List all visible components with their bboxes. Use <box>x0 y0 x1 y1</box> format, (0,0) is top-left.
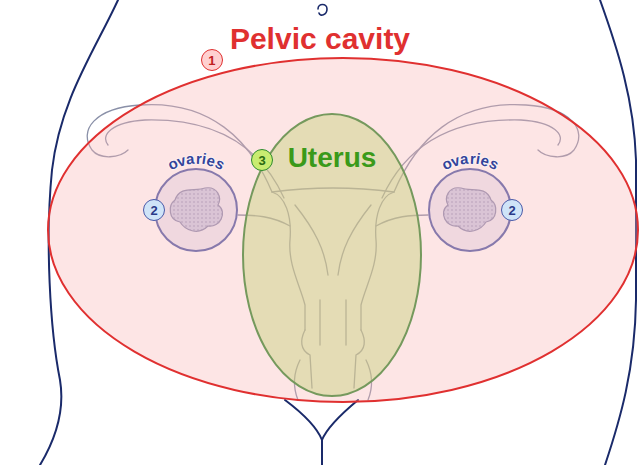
organ-label: ovaries <box>428 168 512 252</box>
callout-number: 2 <box>501 199 523 221</box>
organ-label: ovaries <box>154 168 238 252</box>
navel <box>318 5 327 16</box>
region-label: Pelvic cavity <box>230 24 410 54</box>
label-letter: r <box>195 150 202 165</box>
region-outline <box>48 58 638 402</box>
organ-label: Uterus <box>288 144 377 172</box>
crotch-line <box>285 400 358 440</box>
region-outline-frame <box>47 57 639 403</box>
callout-number: 1 <box>201 49 223 71</box>
label-letter: r <box>469 150 476 165</box>
crotch-line <box>321 440 323 465</box>
ovary-region: 2ovaries <box>428 168 512 252</box>
callout-number: 2 <box>143 199 165 221</box>
pelvic-cavity-region: 3Uterus2ovaries2ovaries1Pelvic cavity <box>47 57 639 403</box>
ovary-region: 2ovaries <box>154 168 238 252</box>
callout-number: 3 <box>251 149 273 171</box>
